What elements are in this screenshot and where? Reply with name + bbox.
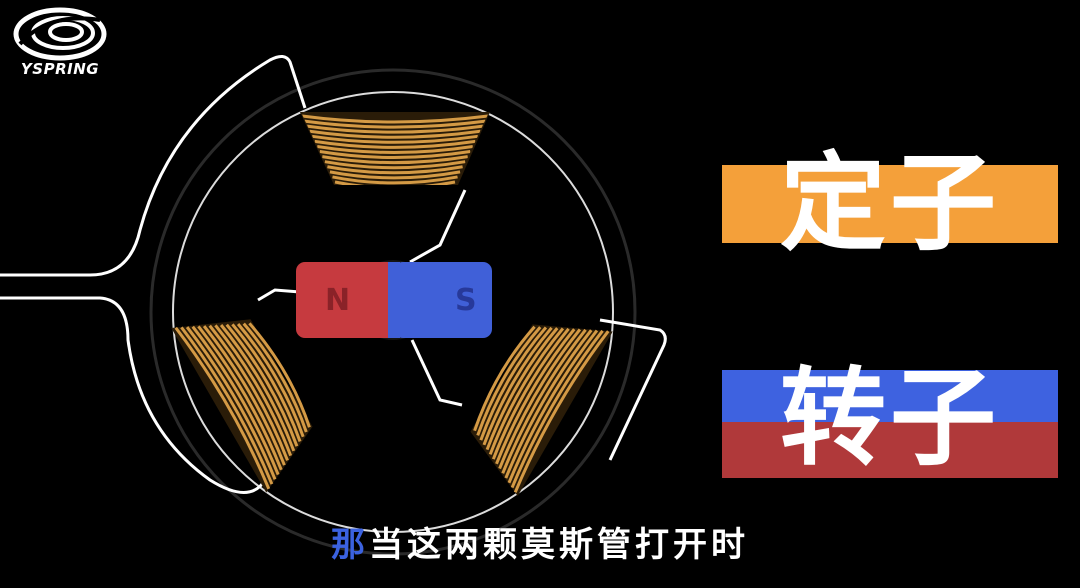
coil-turn: [319, 150, 471, 160]
stator-band: [722, 165, 1058, 243]
coil-turn: [174, 326, 271, 490]
stator-label: 定子: [722, 145, 1058, 263]
south-pole-label: S: [455, 283, 477, 318]
coil-turn: [332, 175, 458, 185]
coil-top: [300, 112, 490, 185]
coil-turn: [301, 114, 489, 124]
subtitle-caption: 那当这两颗莫斯管打开时: [250, 520, 830, 570]
coil-turn: [231, 323, 302, 442]
coil-turn: [306, 124, 484, 134]
coil-turn: [248, 322, 311, 428]
brand-name: YSPRING: [20, 60, 100, 78]
coil-turn: [225, 323, 299, 447]
spiral-logo-icon: [13, 7, 107, 61]
coil-turn: [197, 325, 283, 471]
coil-turn: [304, 119, 486, 129]
coil-turn: [309, 129, 481, 139]
wire-left-to-center: [257, 288, 301, 302]
coil-turn: [501, 328, 587, 474]
stator-label-text: 定子: [780, 142, 1000, 265]
motor-diagram: N S: [0, 55, 667, 556]
coil-left: [171, 319, 313, 493]
coil-turn: [507, 329, 599, 484]
subtitle-rest: 当这两颗莫斯管打开时: [369, 525, 749, 565]
coil-turn: [485, 327, 559, 451]
coil-turn: [479, 326, 548, 441]
rotor-label-text: 转子: [780, 357, 1000, 480]
coil-turn: [208, 324, 289, 461]
rotor-band-blue: [722, 370, 1058, 422]
wire-top-to-center: [409, 189, 467, 264]
coil-turn: [482, 326, 553, 446]
wire-right-to-center: [410, 339, 463, 407]
coil-turn: [191, 325, 280, 476]
coil-turn: [504, 329, 593, 479]
coil-turn: [185, 326, 277, 480]
coil-turn: [473, 325, 536, 432]
coil-turn: [491, 327, 570, 460]
coil-turn: [327, 165, 463, 175]
magnet-south-pole: [394, 262, 492, 338]
rotor-band-red: [722, 422, 1058, 478]
magnet-north-pole: [296, 262, 400, 338]
coil-turn: [311, 134, 479, 144]
coil-turn: [214, 324, 293, 457]
coil-turn: [242, 322, 308, 433]
coil-turn: [488, 327, 565, 455]
coil-turn: [334, 180, 456, 185]
lead-wire-top: [0, 55, 307, 277]
lead-wire-bottom: [0, 296, 267, 494]
coil-turn: [316, 144, 473, 154]
coil-turn: [314, 139, 476, 149]
coil-turn: [476, 326, 542, 436]
stator-ring-outer: [149, 68, 637, 556]
coil-turn: [180, 326, 274, 485]
coil-right: [470, 324, 613, 497]
bar-magnet: N S: [296, 262, 492, 338]
coil-turn: [202, 325, 286, 466]
coil-turn: [322, 155, 468, 165]
subtitle-highlight: 那: [331, 525, 369, 565]
coil-turn: [510, 329, 604, 489]
coil-turn: [513, 330, 610, 493]
coil-turn: [498, 328, 582, 470]
north-pole-label: N: [325, 283, 350, 318]
coil-turn: [324, 160, 466, 170]
coil-turn: [236, 323, 305, 438]
wire-right-coil-out: [599, 318, 667, 461]
stator-ring-inner: [172, 91, 614, 533]
rotor-label: 转子: [722, 360, 1058, 478]
coil-turn: [219, 324, 296, 452]
coil-turn: [495, 328, 576, 465]
coil-turn: [329, 170, 461, 180]
brand-logo: [8, 4, 118, 84]
